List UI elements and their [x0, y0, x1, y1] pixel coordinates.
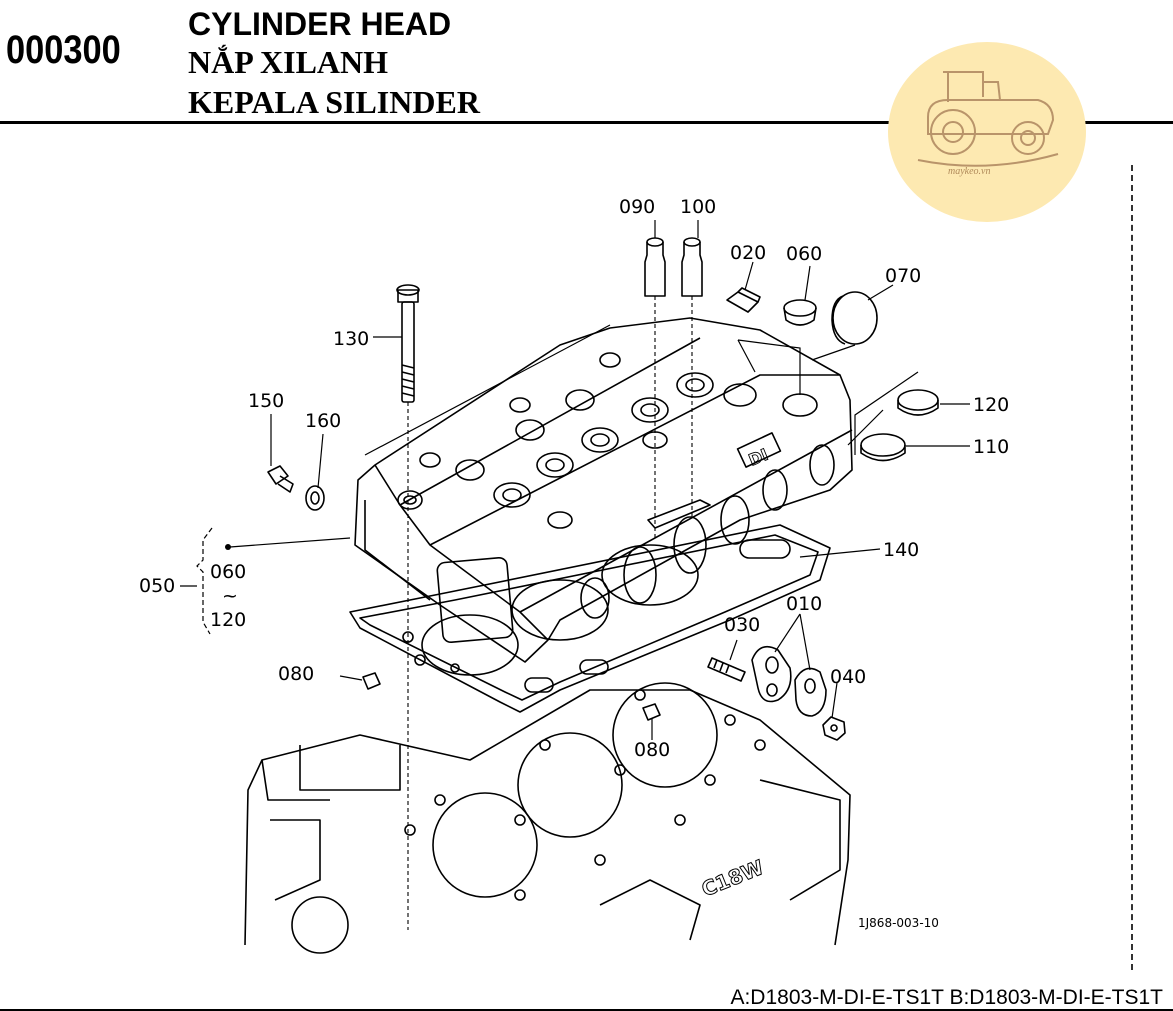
nut-040	[822, 716, 846, 741]
section-code: 000300	[6, 28, 121, 72]
group-bracket	[180, 527, 213, 635]
dowel-080-left	[362, 672, 381, 690]
cap-070	[831, 291, 878, 345]
callout-010: 010	[786, 593, 822, 615]
head-gasket	[349, 524, 831, 713]
header-rule	[0, 121, 1173, 124]
hook-010	[751, 645, 827, 717]
callout-100: 100	[680, 196, 716, 218]
plug-020	[726, 287, 761, 313]
dowel-080-right	[642, 703, 661, 721]
callout-150: 150	[248, 390, 284, 412]
callout-060: 060	[786, 243, 822, 265]
seal-060	[783, 299, 817, 326]
valve-guide-090	[644, 237, 666, 297]
group-range-end: 120	[210, 609, 246, 631]
callout-050: 050	[139, 575, 175, 597]
group-range-tilde: ~	[222, 585, 238, 607]
stud-030	[707, 657, 746, 682]
callout-140: 140	[883, 539, 919, 561]
tractor-icon	[917, 71, 1059, 167]
watermark-logo: maykeo.vn	[888, 42, 1086, 222]
footer-rule	[0, 1009, 1173, 1011]
engine-block	[244, 682, 851, 954]
callout-070: 070	[885, 265, 921, 287]
logo-text: maykeo.vn	[948, 166, 991, 177]
title-indonesian: KEPALA SILINDER	[188, 84, 480, 120]
head-bolt-130	[396, 284, 420, 403]
block-casting-mark: C18W	[698, 855, 767, 901]
plug-150	[267, 465, 294, 493]
washer-160	[305, 485, 325, 511]
dashed-assembly-lines	[407, 296, 693, 930]
cylinder-head	[354, 317, 853, 663]
page-edge-dashed-line	[1131, 165, 1133, 970]
figure-reference: 1J868-003-10	[858, 916, 939, 930]
callout-130: 130	[333, 328, 369, 350]
model-footer: A:D1803-M-DI-E-TS1T B:D1803-M-DI-E-TS1T	[730, 986, 1163, 1009]
callout-080-left: 080	[278, 663, 314, 685]
callout-040: 040	[830, 666, 866, 688]
valve-guide-100	[681, 237, 703, 297]
callout-080-right: 080	[634, 739, 670, 761]
title-vietnamese: NẮP XILANH	[188, 44, 389, 80]
ring-120	[897, 389, 939, 416]
callout-110: 110	[973, 436, 1009, 458]
group-range-start: 060	[210, 561, 246, 583]
leader-lines	[229, 220, 970, 740]
callout-120: 120	[973, 394, 1009, 416]
callout-020: 020	[730, 242, 766, 264]
title-english: CYLINDER HEAD	[188, 6, 452, 42]
callout-160: 160	[305, 410, 341, 432]
ring-110	[860, 433, 906, 462]
callout-030: 030	[724, 614, 760, 636]
group-dot	[225, 544, 231, 550]
callout-090: 090	[619, 196, 655, 218]
